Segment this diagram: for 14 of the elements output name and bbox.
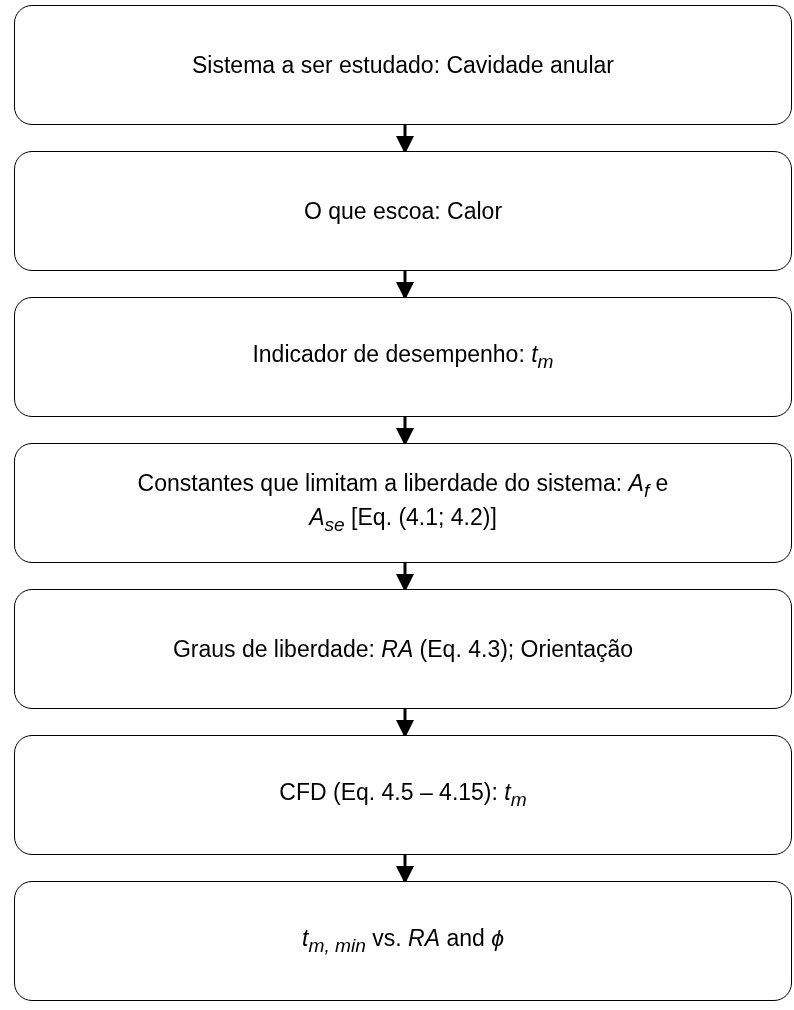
step-text: CFD (Eq. 4.5 – 4.15): t$_{m}$ (279, 778, 527, 812)
step-text: Indicador de desempenho: t$_{m}$ (252, 340, 554, 374)
process-box (14, 151, 792, 271)
step-text: t$_{m, min}$ vs. RA and ϕ (302, 924, 504, 958)
process-box (14, 5, 792, 125)
process-box (14, 881, 792, 1001)
process-box (14, 297, 792, 417)
step-text: Constantes que limitam a liberdade do sistema: A$_{f}$ e A$_{se}$ [Eq. (4.1; 4.2)] (136, 469, 670, 537)
process-box (14, 589, 792, 709)
step-text: Graus de liberdade: RA (Eq. 4.3); Orientação (172, 634, 634, 664)
process-box (14, 443, 792, 563)
process-box (14, 735, 792, 855)
step-text: O que escoa: Calor (303, 196, 503, 226)
step-text: Sistema a ser estudado: Cavidade anular (192, 50, 614, 80)
